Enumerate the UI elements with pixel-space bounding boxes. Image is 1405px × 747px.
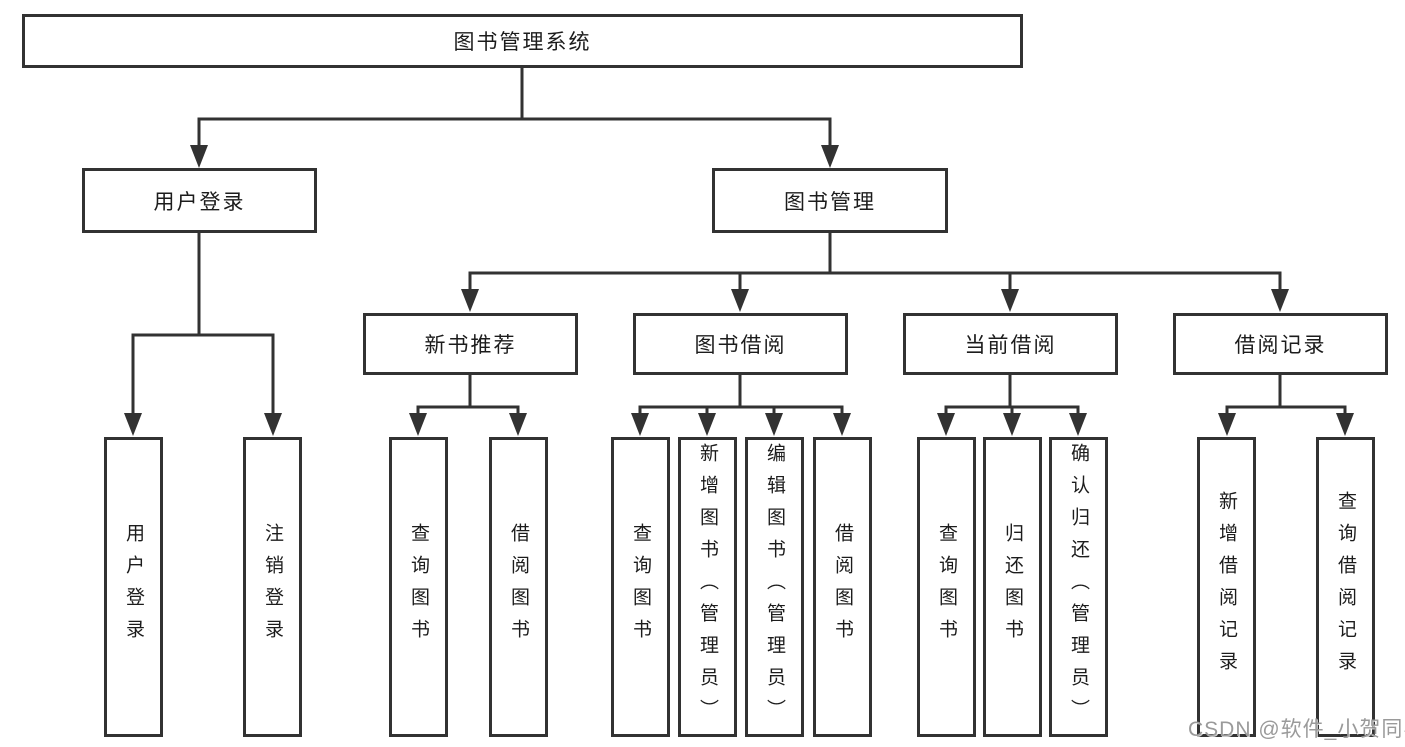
node-new-book-recommendation: 新书推荐 bbox=[363, 313, 578, 375]
connector-root-to-level2 bbox=[197, 68, 832, 150]
arrowhead bbox=[937, 413, 955, 436]
node-current-borrowing: 当前借阅 bbox=[903, 313, 1118, 375]
connector-current-to-leaves bbox=[944, 375, 1080, 418]
connector-book-management-to-level3 bbox=[468, 233, 1282, 294]
arrowhead bbox=[833, 413, 851, 436]
leaf-user-login: 用户登录 bbox=[104, 437, 163, 737]
leaf-label: 注销登录 bbox=[262, 523, 283, 651]
node-library-system: 图书管理系统 bbox=[22, 14, 1023, 68]
arrowhead bbox=[461, 289, 479, 312]
leaf-label: 新增图书（管理员） bbox=[697, 443, 718, 731]
node-book-borrowing: 图书借阅 bbox=[633, 313, 848, 375]
arrowhead bbox=[1336, 413, 1354, 436]
connector-borrowing-to-leaves bbox=[638, 375, 844, 418]
arrowhead bbox=[409, 413, 427, 436]
leaf-label: 归还图书 bbox=[1002, 523, 1023, 651]
arrowhead bbox=[1001, 289, 1019, 312]
leaf-label: 查询图书 bbox=[936, 523, 957, 651]
leaf-label: 编辑图书（管理员） bbox=[764, 443, 785, 731]
csdn-watermark: CSDN @软件_小贺同学 bbox=[1188, 718, 1405, 741]
leaf-label: 查询借阅记录 bbox=[1335, 491, 1356, 683]
arrowheads bbox=[124, 145, 1354, 436]
node-book-management: 图书管理 bbox=[712, 168, 948, 233]
arrowhead bbox=[698, 413, 716, 436]
arrowhead bbox=[1271, 289, 1289, 312]
leaf-borrowing-add-books-admin: 新增图书（管理员） bbox=[678, 437, 737, 737]
arrowhead bbox=[124, 413, 142, 436]
arrowhead bbox=[1218, 413, 1236, 436]
arrowhead bbox=[631, 413, 649, 436]
leaf-borrowing-query-books: 查询图书 bbox=[611, 437, 670, 737]
arrowhead bbox=[190, 145, 208, 168]
leaf-current-query-books: 查询图书 bbox=[917, 437, 976, 737]
leaf-label: 查询图书 bbox=[630, 523, 651, 651]
arrowhead bbox=[821, 145, 839, 168]
node-user-login: 用户登录 bbox=[82, 168, 317, 233]
arrowhead bbox=[731, 289, 749, 312]
connector-records-to-leaves bbox=[1225, 375, 1347, 418]
leaf-borrowing-borrow-books: 借阅图书 bbox=[813, 437, 872, 737]
leaf-label: 借阅图书 bbox=[832, 523, 853, 651]
leaf-current-return-books: 归还图书 bbox=[983, 437, 1042, 737]
connector-recommend-to-leaves bbox=[416, 375, 520, 418]
leaf-borrowing-edit-books-admin: 编辑图书（管理员） bbox=[745, 437, 804, 737]
leaf-label: 借阅图书 bbox=[508, 523, 529, 651]
leaf-recommend-query-books: 查询图书 bbox=[389, 437, 448, 737]
arrowhead bbox=[509, 413, 527, 436]
leaf-label: 新增借阅记录 bbox=[1216, 491, 1237, 683]
leaf-records-query-record: 查询借阅记录 bbox=[1316, 437, 1375, 737]
leaf-label: 确认归还（管理员） bbox=[1068, 443, 1089, 731]
leaf-recommend-borrow-books: 借阅图书 bbox=[489, 437, 548, 737]
leaf-label: 用户登录 bbox=[123, 523, 144, 651]
leaf-records-add-record: 新增借阅记录 bbox=[1197, 437, 1256, 737]
arrowhead bbox=[1069, 413, 1087, 436]
arrowhead bbox=[765, 413, 783, 436]
arrowhead bbox=[1003, 413, 1021, 436]
leaf-logout: 注销登录 bbox=[243, 437, 302, 737]
leaf-label: 查询图书 bbox=[408, 523, 429, 651]
node-borrowing-records: 借阅记录 bbox=[1173, 313, 1388, 375]
arrowhead bbox=[264, 413, 282, 436]
connector-user-login-to-leaves bbox=[131, 233, 275, 418]
leaf-current-confirm-return-admin: 确认归还（管理员） bbox=[1049, 437, 1108, 737]
